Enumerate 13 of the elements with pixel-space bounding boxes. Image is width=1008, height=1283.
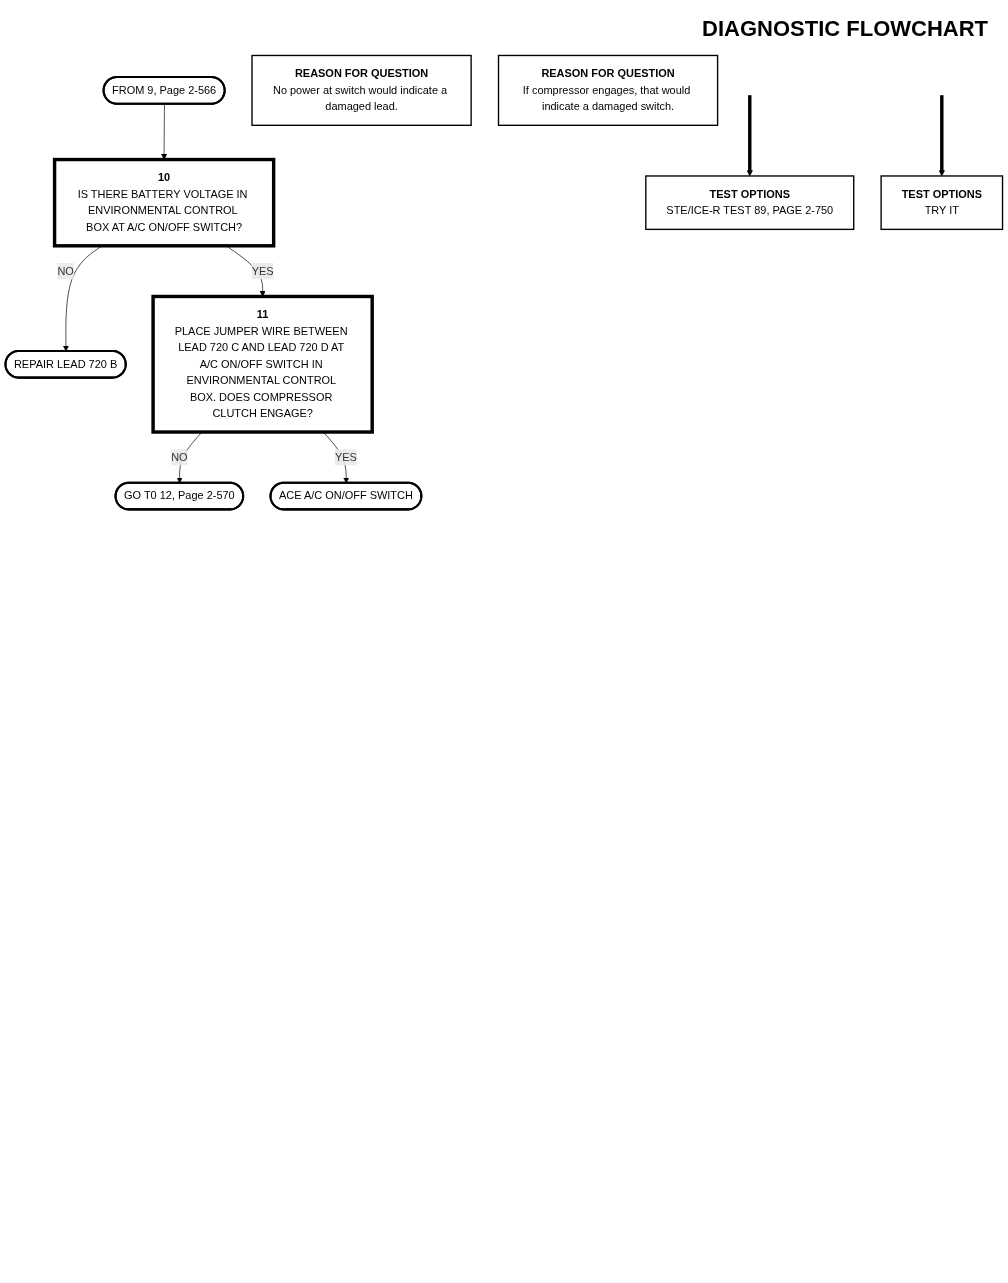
edge-label: NO <box>57 264 74 277</box>
edge-label: YES <box>334 451 357 463</box>
arrow <box>938 95 945 177</box>
diagram-title: DIAGNOSTIC FLOWCHART <box>701 15 989 43</box>
node-box: REASON FOR QUESTION If compressor engages, that would indicate a damaged switch. <box>497 54 719 126</box>
node-box: REASON FOR QUESTION No power at switch would indicate a damaged lead. <box>251 54 472 126</box>
arrow <box>746 95 753 177</box>
edge-label: NO <box>171 451 188 463</box>
node-box: 10 IS THERE BATTERY VOLTAGE IN ENVIRONMENTAL CONTROL BOX AT A/C ON/OFF SWITCH? <box>52 157 276 248</box>
node-box: TEST OPTIONS STE/ICE-R TEST 89, PAGE 2-750 <box>645 175 855 231</box>
node-box: TEST OPTIONS TRY IT <box>880 175 1004 231</box>
node-box: 11 PLACE JUMPER WIRE BETWEEN LEAD 720 C AND LEAD 720 D AT A/C ON/OFF SWITCH IN ENVIRONMENTAL CONTROL BOX. DOES COMPRESSOR CLUTCH ENGAGE? <box>151 294 374 434</box>
edge-label: YES <box>251 264 274 277</box>
